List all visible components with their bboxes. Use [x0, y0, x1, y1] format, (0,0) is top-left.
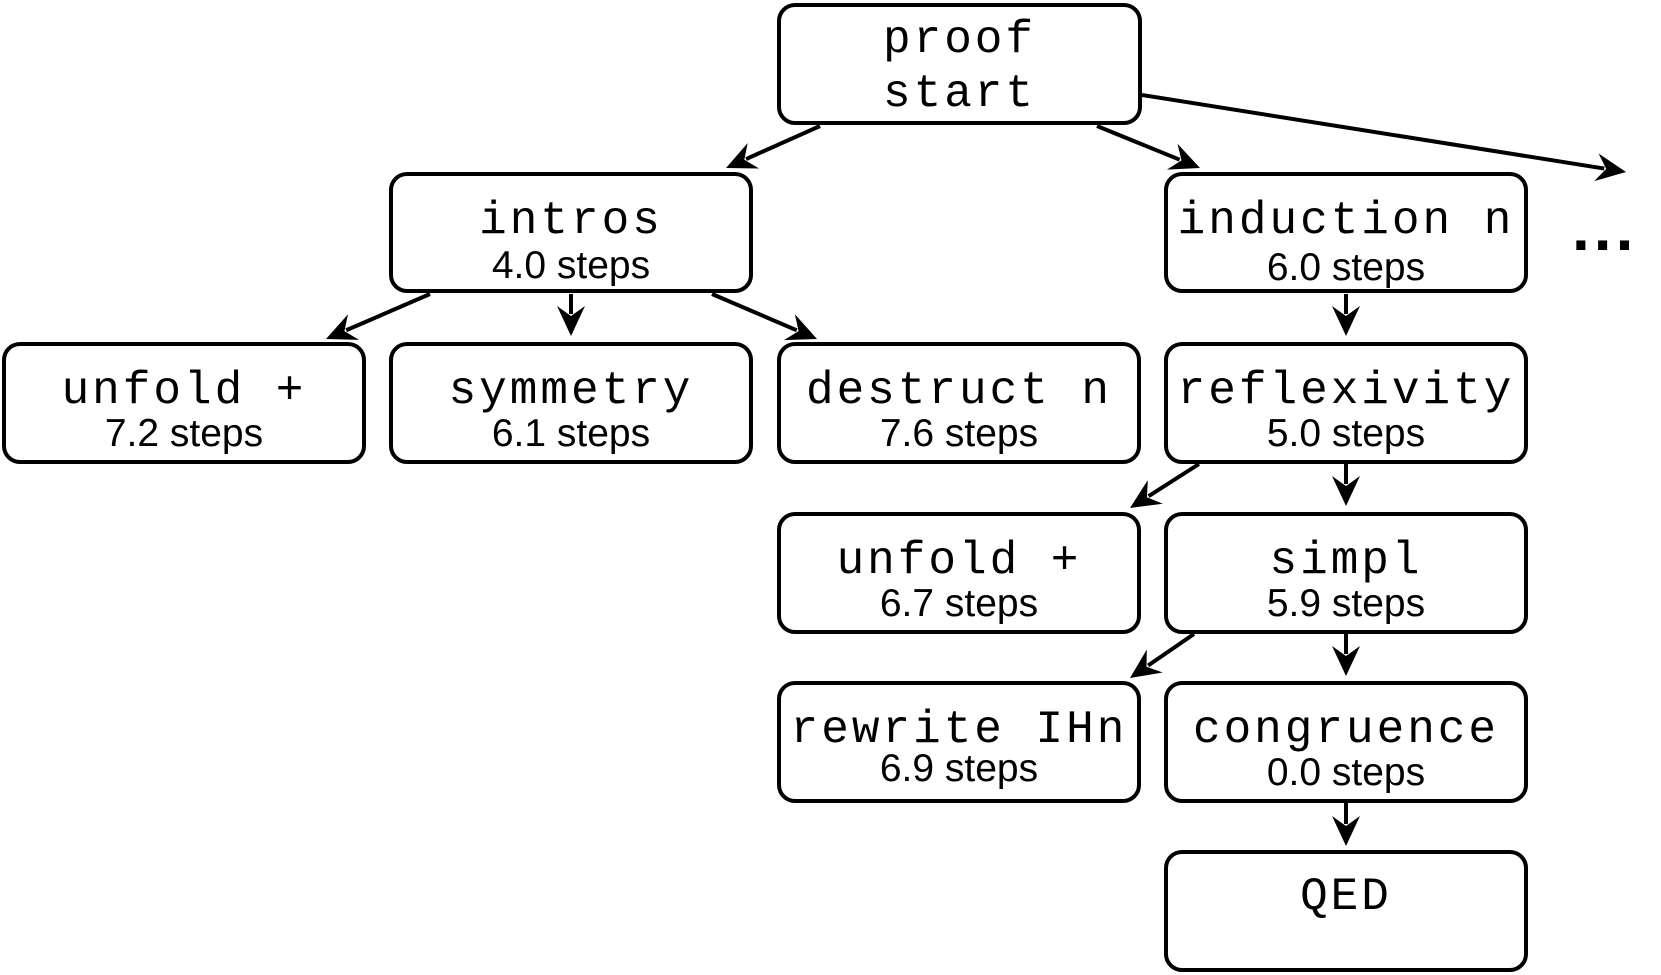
edge-intros-to-unfold1: [345, 292, 431, 333]
node-steps: 4.0 steps: [491, 244, 651, 287]
node-induction-n: induction n 6.0 steps: [1164, 172, 1528, 293]
edge-simpl-to-rewrite: [1146, 632, 1196, 668]
node-rewrite-ihn: rewrite IHn 6.9 steps: [777, 681, 1141, 803]
node-unfold-plus: unfold + 7.2 steps: [2, 342, 366, 464]
node-steps: 5.9 steps: [1266, 582, 1426, 625]
node-destruct-n: destruct n 7.6 steps: [777, 342, 1141, 464]
edge-intros-to-destruct: [711, 292, 798, 333]
node-tactic: reflexivity: [1177, 365, 1515, 417]
more-branches-ellipsis: ...: [1572, 192, 1638, 264]
node-tactic: rewrite IHn: [790, 704, 1128, 756]
node-tactic: unfold +: [61, 365, 307, 417]
arrowhead-root-to-more: [1594, 153, 1626, 182]
node-tactic: QED: [1300, 871, 1392, 923]
edge-reflexivity-to-unfold2: [1147, 462, 1201, 498]
edge-root-to-intros: [745, 124, 821, 161]
node-steps: 6.9 steps: [879, 747, 1039, 790]
node-tactic: induction n: [1177, 195, 1515, 247]
node-tactic: start: [882, 68, 1037, 120]
node-tactic: intros: [479, 195, 663, 247]
node-tactic: symmetry: [448, 365, 694, 417]
node-symmetry: symmetry 6.1 steps: [389, 342, 753, 464]
edge-root-to-induction: [1096, 124, 1181, 162]
arrowhead-reflexivity-to-simpl: [1332, 476, 1360, 506]
node-unfold-plus: unfold + 6.7 steps: [777, 512, 1141, 634]
arrowhead-root-to-intros: [726, 143, 760, 169]
node-tactic: simpl: [1269, 535, 1423, 587]
arrowhead-simpl-to-rewrite: [1130, 649, 1163, 678]
node-steps: 6.0 steps: [1266, 246, 1426, 289]
node-tactic: unfold +: [836, 535, 1082, 587]
node-steps: 5.0 steps: [1266, 412, 1426, 455]
node-simpl: simpl 5.9 steps: [1164, 512, 1528, 634]
node-steps: 7.2 steps: [104, 412, 264, 455]
arrowhead-intros-to-unfold1: [326, 314, 360, 340]
node-congruence: congruence 0.0 steps: [1164, 681, 1528, 803]
node-tactic: destruct n: [805, 365, 1113, 417]
arrowhead-intros-to-destruct: [783, 314, 817, 341]
arrowhead-reflexivity-to-unfold2: [1130, 480, 1163, 508]
arrowhead-intros-to-symmetry: [557, 306, 585, 336]
node-tactic: congruence: [1192, 704, 1500, 756]
node-tactic: proof: [882, 14, 1037, 66]
node-proof-start: proof start: [777, 3, 1142, 125]
node-steps: 6.1 steps: [491, 412, 651, 455]
node-steps: 6.7 steps: [879, 582, 1039, 625]
node-steps: 0.0 steps: [1266, 751, 1426, 794]
edge-root-to-more: [1141, 93, 1605, 171]
node-steps: 7.6 steps: [879, 412, 1039, 455]
arrowhead-congruence-to-qed: [1332, 816, 1360, 846]
arrowhead-simpl-to-congruence: [1332, 646, 1360, 676]
arrowhead-induction-to-reflexivity: [1332, 306, 1360, 336]
node-reflexivity: reflexivity 5.0 steps: [1164, 342, 1528, 464]
node-qed: QED: [1164, 850, 1528, 972]
node-intros: intros 4.0 steps: [389, 172, 753, 293]
arrowhead-root-to-induction: [1166, 143, 1200, 170]
